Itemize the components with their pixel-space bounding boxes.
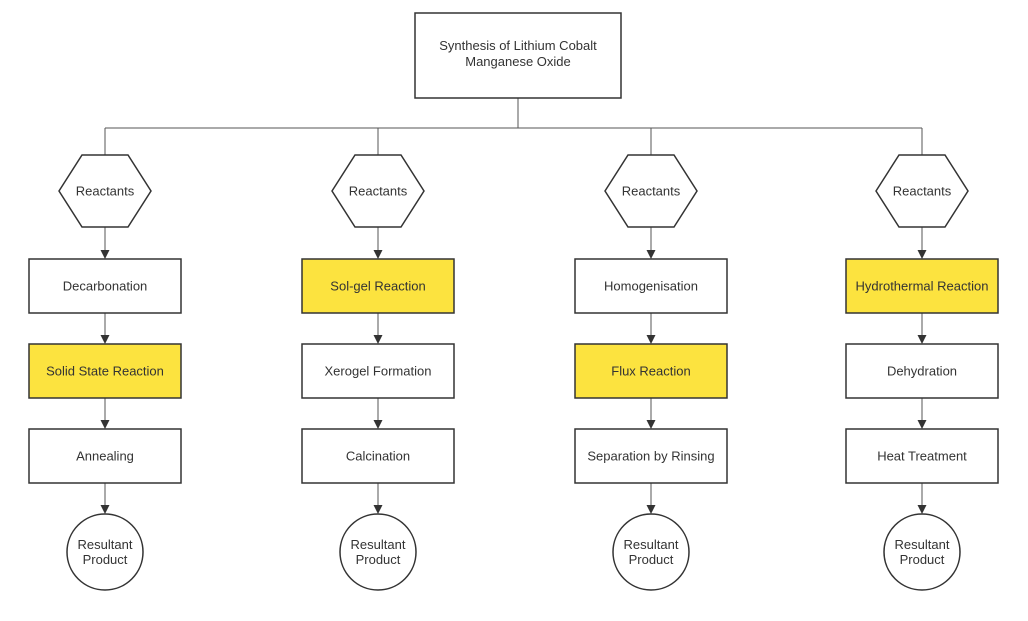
reactants-label: Reactants: [893, 184, 952, 199]
product-label-line-2: Product: [900, 552, 945, 567]
process-step-box: [301, 428, 455, 484]
arrow-to-product-head: [917, 505, 927, 514]
root-box: [414, 12, 622, 99]
product-label-line-1: Resultant: [624, 537, 679, 552]
product-circle: [612, 513, 690, 591]
process-step-box: [845, 343, 999, 399]
root-title-line-2: Manganese Oxide: [465, 54, 571, 69]
reactants-label: Reactants: [349, 184, 408, 199]
arrow-to-product-head: [100, 505, 110, 514]
product-label-line-2: Product: [356, 552, 401, 567]
arrow-step-1-to-2-head: [373, 335, 383, 344]
step-label: Xerogel Formation: [325, 364, 432, 379]
arrow-step-1-to-2-head: [100, 335, 110, 344]
arrow-step-1-to-2-head: [917, 335, 927, 344]
step-label: Solid State Reaction: [46, 364, 164, 379]
step-label: Dehydration: [887, 364, 957, 379]
process-step-box: [574, 258, 728, 314]
step-label: Sol-gel Reaction: [330, 279, 425, 294]
process-step-box: [845, 428, 999, 484]
arrow-step-2-to-3-head: [917, 420, 927, 429]
product-label-line-2: Product: [83, 552, 128, 567]
product-circle: [66, 513, 144, 591]
reaction-step-box: [28, 343, 182, 399]
reactants-hexagon: [604, 154, 698, 228]
product-label-line-1: Resultant: [351, 537, 406, 552]
arrow-to-product-head: [373, 505, 383, 514]
step-label: Decarbonation: [63, 279, 148, 294]
root-node: Synthesis of Lithium Cobalt Manganese Ox…: [414, 12, 622, 99]
step-label: Heat Treatment: [877, 449, 967, 464]
product-label-line-1: Resultant: [895, 537, 950, 552]
arrow-reactants-to-step-1-head: [100, 250, 110, 259]
process-step-box: [574, 428, 728, 484]
step-label: Annealing: [76, 449, 134, 464]
arrow-step-2-to-3-head: [373, 420, 383, 429]
process-step-box: [301, 343, 455, 399]
connector-lines: [100, 98, 927, 514]
arrow-step-2-to-3-head: [100, 420, 110, 429]
reaction-step-box: [574, 343, 728, 399]
reaction-step-box: [301, 258, 455, 314]
product-circle: [883, 513, 961, 591]
arrow-to-product-head: [646, 505, 656, 514]
step-label: Calcination: [346, 449, 410, 464]
arrow-reactants-to-step-1-head: [917, 250, 927, 259]
step-label: Separation by Rinsing: [587, 449, 714, 464]
product-label-line-2: Product: [629, 552, 674, 567]
product-label-line-1: Resultant: [78, 537, 133, 552]
arrow-reactants-to-step-1-head: [646, 250, 656, 259]
process-step-box: [28, 258, 182, 314]
product-circle: [339, 513, 417, 591]
reaction-step-box: [845, 258, 999, 314]
step-label: Flux Reaction: [611, 364, 690, 379]
step-label: Homogenisation: [604, 279, 698, 294]
reactants-label: Reactants: [76, 184, 135, 199]
reactants-hexagon: [331, 154, 425, 228]
reactants-label: Reactants: [622, 184, 681, 199]
reactants-hexagon: [58, 154, 152, 228]
arrow-reactants-to-step-1-head: [373, 250, 383, 259]
process-step-box: [28, 428, 182, 484]
root-title-line-1: Synthesis of Lithium Cobalt: [439, 38, 597, 53]
arrow-step-2-to-3-head: [646, 420, 656, 429]
arrow-step-1-to-2-head: [646, 335, 656, 344]
reactants-hexagon: [875, 154, 969, 228]
step-label: Hydrothermal Reaction: [856, 279, 989, 294]
